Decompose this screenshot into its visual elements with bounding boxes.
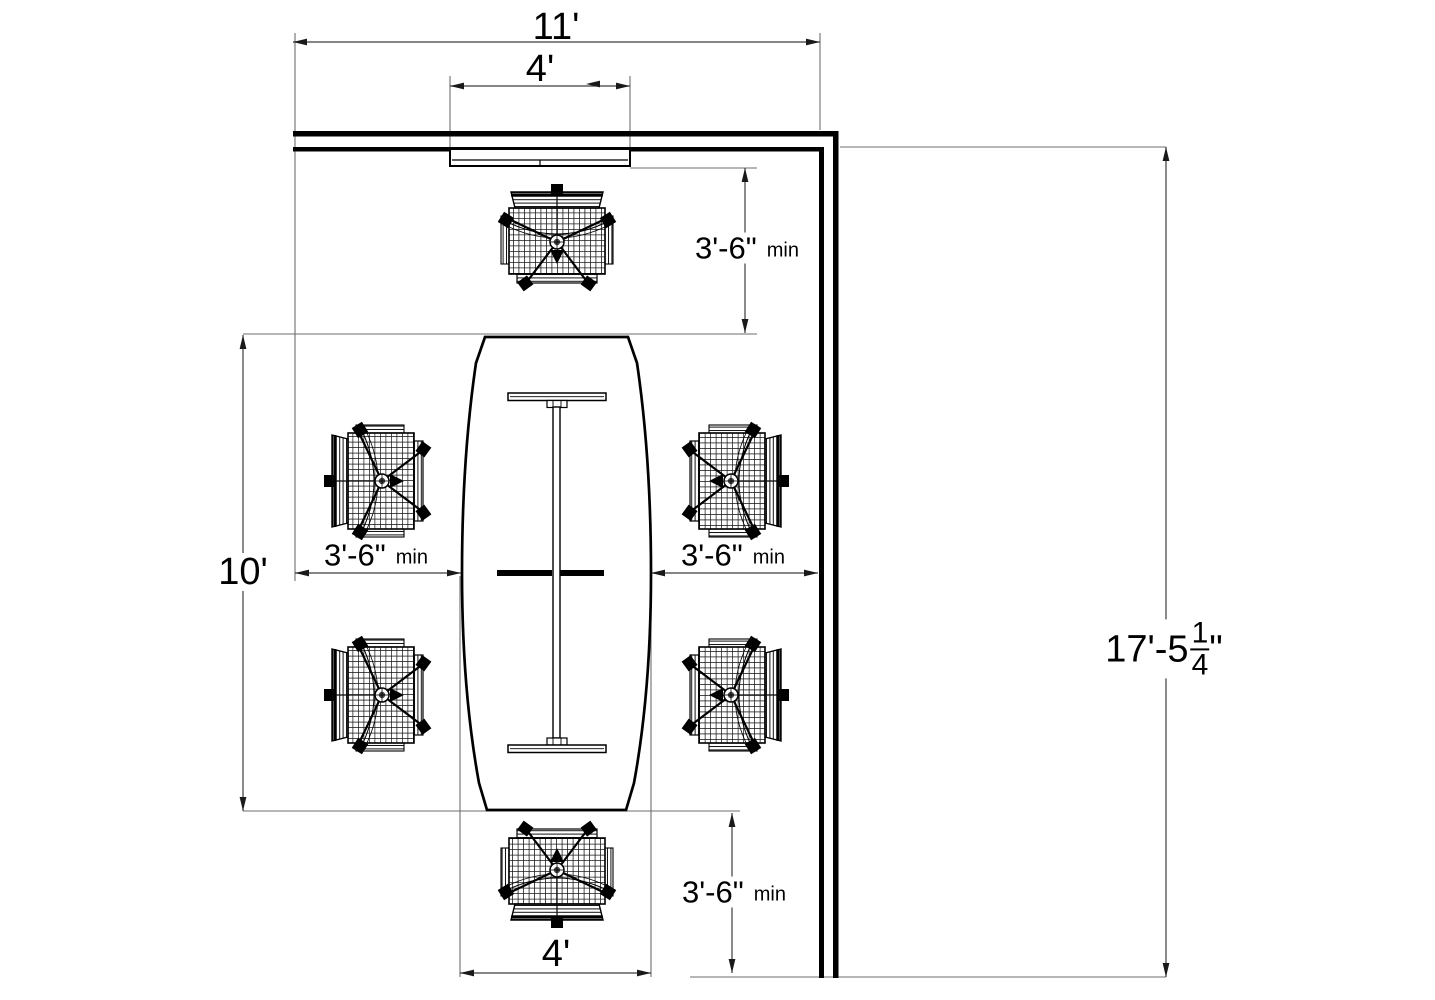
dimension-label-top-width: 11' (532, 6, 580, 48)
chair-top (496, 182, 618, 293)
wall-top-outer (293, 131, 838, 137)
chair-left-lower (322, 634, 433, 756)
chair-bottom (496, 819, 618, 930)
dimension-label-clearance-left: 3'-6"min (324, 537, 428, 573)
conference-table (460, 335, 653, 812)
wall-right-outer (833, 131, 839, 978)
dimension-label-board-width: 4' (525, 48, 555, 90)
wall-board (449, 148, 631, 167)
dimension-label-clearance-bottom: 3'-6"min (679, 876, 789, 908)
wall-right-inner (819, 147, 824, 978)
chair-left-upper (322, 420, 433, 542)
chair-right-upper (680, 420, 791, 542)
dimension-label-table-width: 4' (541, 933, 571, 975)
arrowheads (239, 38, 1170, 977)
dimension-label-clearance-right: 3'-6"min (681, 537, 785, 573)
chair-right-lower (680, 634, 791, 756)
table-pedestal (507, 392, 607, 754)
dimension-label-table-length: 10' (215, 553, 271, 591)
dimension-label-clearance-top: 3'-6"min (692, 232, 802, 264)
